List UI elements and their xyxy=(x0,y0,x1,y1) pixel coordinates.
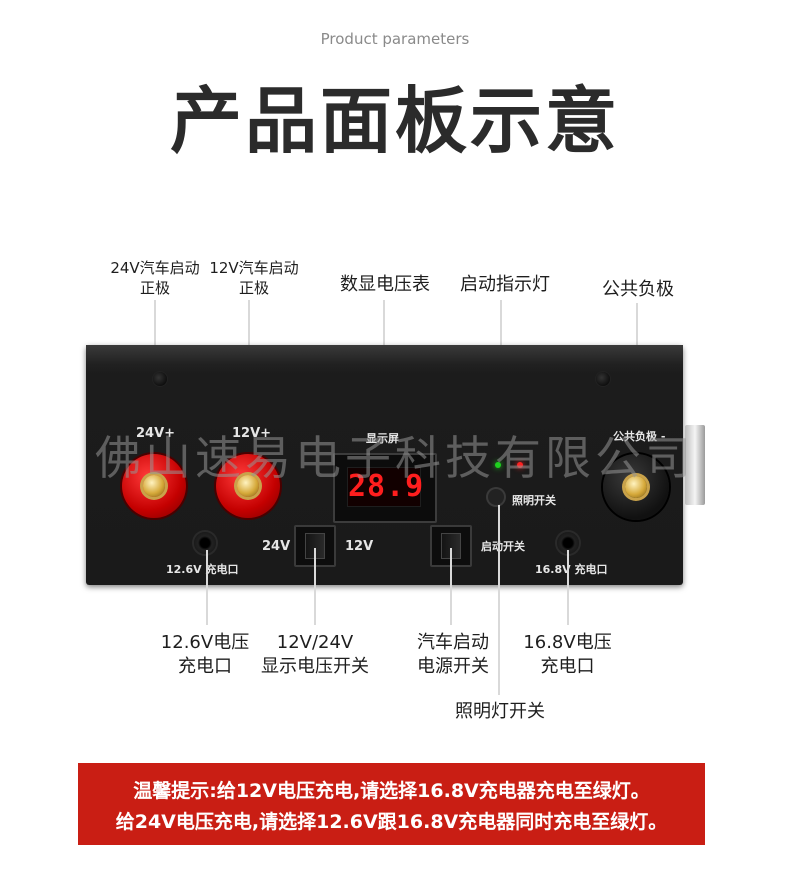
page-title: 产品面板示意 xyxy=(169,79,620,163)
callout-port-12-6v-line2: 充电口 xyxy=(178,656,232,677)
leader-line xyxy=(450,548,452,625)
screw-icon xyxy=(153,372,167,386)
callout-display-switch-line2: 显示电压开关 xyxy=(261,656,369,677)
panel-top-edge xyxy=(86,345,683,365)
notice-line-1: 温馨提示:给12V电压充电,请选择16.8V充电器充电至绿灯。 xyxy=(133,780,650,802)
notice-box: 温馨提示:给12V电压充电,请选择16.8V充电器充电至绿灯。 给24V电压充电… xyxy=(78,763,705,845)
charge-port-16-8v[interactable] xyxy=(557,532,579,554)
callout-24v-positive-line1: 24V汽车启动 xyxy=(110,259,200,277)
start-power-switch[interactable] xyxy=(430,525,472,567)
callout-24v-positive: 24V汽车启动 正极 xyxy=(85,258,225,298)
terminal-24v-positive[interactable] xyxy=(122,454,186,518)
callout-24v-positive-line2: 正极 xyxy=(139,279,170,297)
leader-line xyxy=(498,505,500,695)
panel-label-light: 照明开关 xyxy=(512,494,556,507)
callout-start-power: 汽车启动 电源开关 xyxy=(398,631,508,679)
notice-line-2: 给24V电压充电,请选择12.6V跟16.8V充电器同时充电至绿灯。 xyxy=(115,811,668,833)
terminal-12v-positive[interactable] xyxy=(216,454,280,518)
panel-label-port-12-6v: 12.6V 充电口 xyxy=(166,563,239,576)
start-indicator-led-green xyxy=(495,462,501,468)
callout-port-16-8v: 16.8V电压 充电口 xyxy=(505,631,630,679)
callout-display-switch-line1: 12V/24V xyxy=(276,632,354,653)
terminal-core-icon xyxy=(625,476,647,498)
callout-port-16-8v-line2: 充电口 xyxy=(540,656,595,677)
leader-line xyxy=(314,548,316,625)
screw-icon xyxy=(596,372,610,386)
callout-start-power-line1: 汽车启动 xyxy=(417,632,489,653)
voltmeter-display: 28.9 xyxy=(333,453,437,523)
subtitle: Product parameters xyxy=(320,30,470,48)
start-indicator-led-red xyxy=(517,462,523,468)
callout-display-switch: 12V/24V 显示电压开关 xyxy=(240,631,390,679)
callout-common-negative: 公共负极 xyxy=(602,279,674,300)
terminal-core-icon xyxy=(237,475,259,497)
leader-line xyxy=(206,550,208,625)
panel-label-port-16-8v: 16.8V 充电口 xyxy=(535,563,608,576)
light-switch-button[interactable] xyxy=(488,489,504,505)
callout-port-12-6v: 12.6V电压 充电口 xyxy=(140,631,270,679)
callout-12v-positive-line2: 正极 xyxy=(238,279,269,297)
callout-light-switch: 照明灯开关 xyxy=(455,701,545,722)
leader-line xyxy=(567,550,569,625)
panel-label-12v-positive: 12V+ xyxy=(232,426,272,441)
callout-start-power-line2: 电源开关 xyxy=(417,656,489,677)
voltmeter-reading: 28.9 xyxy=(347,467,423,507)
panel-label-24v-positive: 24V+ xyxy=(136,426,176,441)
callout-port-16-8v-line1: 16.8V电压 xyxy=(523,632,612,653)
panel-label-common-negative: 公共负极 - xyxy=(613,430,666,443)
panel-label-24v: 24V xyxy=(262,539,291,554)
callout-voltmeter: 数显电压表 xyxy=(340,274,430,295)
callout-port-12-6v-line1: 12.6V电压 xyxy=(160,632,250,653)
panel-label-12v: 12V xyxy=(345,539,374,554)
charge-port-12-6v[interactable] xyxy=(194,532,216,554)
panel-label-display: 显示屏 xyxy=(366,432,399,445)
callout-12v-positive: 12V汽车启动 正极 xyxy=(184,258,324,298)
side-clip xyxy=(685,425,705,505)
callout-start-indicator: 启动指示灯 xyxy=(460,274,550,295)
terminal-core-icon xyxy=(143,475,165,497)
callout-12v-positive-line1: 12V汽车启动 xyxy=(209,259,299,277)
panel-label-start-switch: 启动开关 xyxy=(481,540,525,553)
terminal-common-negative[interactable] xyxy=(603,454,669,520)
